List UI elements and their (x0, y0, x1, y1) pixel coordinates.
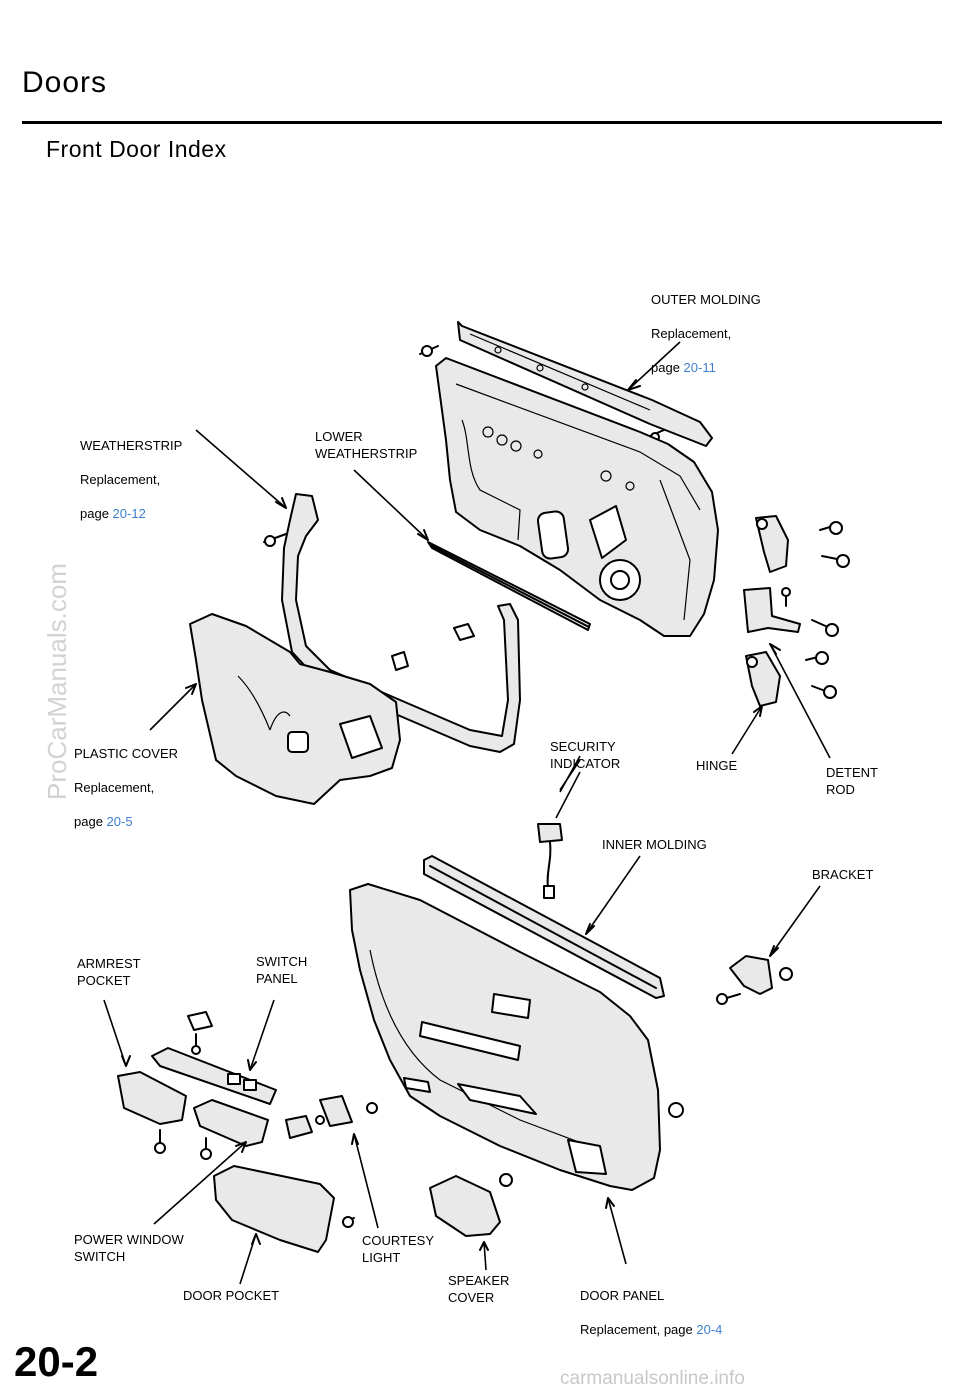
inner-molding-part (423, 855, 665, 999)
security-indicator-part (537, 823, 563, 899)
label-plastic-cover-replacement: Replacement, (74, 780, 155, 795)
label-weatherstrip-name: WEATHERSTRIP (80, 438, 183, 453)
label-inner-molding: INNER MOLDING (602, 837, 707, 852)
power-window-switch-part (193, 1099, 269, 1160)
label-door-panel: DOOR PANEL Replacement, page 20-4 (580, 1270, 722, 1355)
page-title: Doors (22, 66, 108, 99)
label-armrest-pocket: ARMREST POCKET (77, 956, 141, 988)
armrest-pocket-part (117, 1071, 187, 1154)
label-door-pocket: DOOR POCKET (183, 1288, 280, 1303)
title-rule (22, 121, 942, 124)
switch-panel-part (151, 1011, 277, 1105)
plastic-cover-part (189, 613, 401, 805)
hinge-part (745, 515, 850, 707)
door-panel-part (349, 883, 684, 1191)
label-outer-molding-replacement: Replacement, (651, 326, 732, 341)
courtesy-light-part (285, 1095, 378, 1139)
page-number: 20-2 (14, 1338, 99, 1385)
leader-arrows (103, 341, 831, 1285)
label-outer-molding: OUTER MOLDING Replacement, page 20-11 (651, 274, 761, 393)
label-speaker-cover: SPEAKER COVER (448, 1273, 510, 1305)
page-ref-link[interactable]: 20-5 (106, 814, 133, 829)
page-ref-link[interactable]: 20-4 (696, 1322, 723, 1337)
label-door-panel-name: DOOR PANEL (580, 1288, 665, 1303)
label-plastic-cover-name: PLASTIC COVER (74, 746, 179, 761)
speaker-cover-part (429, 1173, 513, 1237)
label-plastic-cover-page: page 20-5 (74, 814, 133, 829)
door-pocket-part (213, 1165, 355, 1253)
label-outer-molding-name: OUTER MOLDING (651, 292, 761, 307)
label-power-window-switch: POWER WINDOW SWITCH (74, 1232, 184, 1264)
label-weatherstrip: WEATHERSTRIP Replacement, page 20-12 (80, 420, 182, 539)
label-detent-rod: DETENT ROD (826, 765, 878, 797)
bracket-part (716, 955, 793, 1005)
label-hinge: HINGE (696, 758, 738, 773)
section-subtitle: Front Door Index (46, 136, 227, 162)
footer-watermark: carmanualsonline.info (560, 1368, 745, 1389)
label-bracket: BRACKET (812, 867, 874, 882)
door-frame-part (435, 357, 719, 637)
label-weatherstrip-replacement: Replacement, (80, 472, 161, 487)
label-plastic-cover: PLASTIC COVER Replacement, page 20-5 (74, 728, 178, 847)
page-ref-link[interactable]: 20-11 (683, 360, 716, 375)
outer-molding-part (419, 321, 713, 447)
label-courtesy-light: COURTESY LIGHT (362, 1233, 434, 1265)
label-door-panel-page: Replacement, page 20-4 (580, 1322, 723, 1337)
label-switch-panel: SWITCH PANEL (256, 954, 308, 986)
lower-weatherstrip-part (427, 541, 591, 631)
label-weatherstrip-page: page 20-12 (80, 506, 146, 521)
label-security-indicator: SECURITY INDICATOR (550, 739, 621, 771)
detent-rod-part (743, 587, 801, 633)
label-lower-weatherstrip: LOWER WEATHERSTRIP (315, 429, 418, 461)
page-ref-link[interactable]: 20-12 (112, 506, 146, 521)
label-outer-molding-page: page 20-11 (651, 360, 716, 375)
